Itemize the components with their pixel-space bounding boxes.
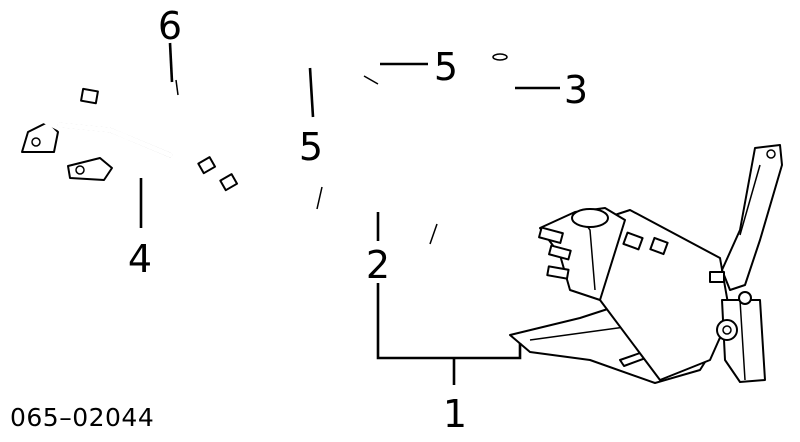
leader-lines (139, 42, 560, 385)
label-part-6: 6 (158, 4, 182, 48)
label-part-4: 4 (128, 237, 152, 281)
hose-part-2 (268, 181, 481, 252)
canister-part-1 (509, 144, 783, 384)
label-part-1: 1 (443, 392, 467, 436)
hose-part-5-right (331, 52, 386, 111)
label-part-2: 2 (366, 243, 390, 287)
label-part-3: 3 (564, 68, 588, 112)
hose-part-3 (492, 49, 524, 199)
hose-part-5-left (262, 30, 339, 106)
pipe-assembly-part-4 (15, 75, 239, 209)
label-part-5-left: 5 (299, 125, 323, 169)
hose-part-6 (141, 19, 276, 97)
label-part-5-right: 5 (434, 45, 458, 89)
catalog-number: 065–02044 (10, 403, 154, 432)
